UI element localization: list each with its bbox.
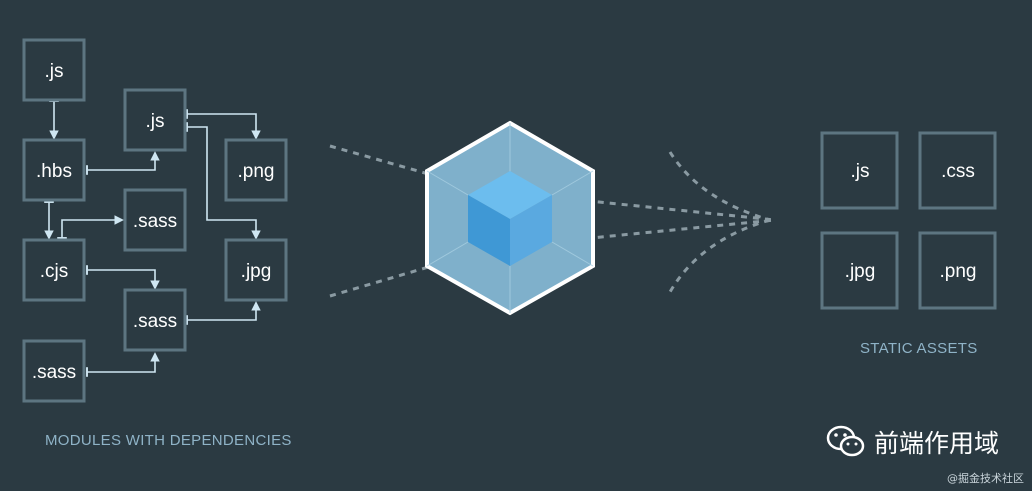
assets-caption: STATIC ASSETS (860, 340, 978, 357)
arrow-cjs-to-sass-lower (86, 265, 160, 290)
module-box-sass-2 (123, 288, 187, 352)
asset-boxes (820, 131, 997, 310)
module-label: .png (238, 161, 275, 182)
flow-line-in-top (329, 144, 433, 177)
flow-curve-lower (668, 218, 771, 293)
module-boxes (22, 38, 288, 403)
watermark: 前端作用域 (826, 424, 999, 460)
module-box-hbs (22, 138, 86, 202)
arrow-js-to-png (186, 109, 261, 140)
flow-curve-upper (668, 151, 771, 222)
arrow-hbs-to-js (86, 151, 160, 175)
module-box-sass-1 (123, 188, 187, 252)
module-label: .js (146, 111, 165, 132)
module-label: .js (45, 61, 64, 82)
asset-box-css (918, 131, 997, 210)
arrow-js-to-jpg (186, 122, 261, 240)
webpack-cube-icon (425, 120, 595, 316)
asset-label: .jpg (845, 261, 876, 282)
asset-box-png (918, 231, 997, 310)
module-box-jpg (224, 238, 288, 302)
asset-labels: .js .css .jpg .png (845, 161, 977, 282)
module-label: .sass (133, 311, 177, 332)
asset-box-js (820, 131, 899, 210)
arrow-sass-to-sass (86, 352, 160, 377)
asset-box-jpg (820, 231, 899, 310)
arrow-sass-to-jpg (186, 301, 261, 325)
module-box-cjs (22, 238, 86, 302)
watermark-text: 前端作用域 (874, 429, 1000, 458)
dependency-arrows (44, 100, 261, 377)
flow-line-in-bottom (329, 264, 433, 298)
module-label: .sass (133, 211, 177, 232)
module-label: .sass (32, 362, 76, 383)
modules-caption: MODULES WITH DEPENDENCIES (45, 432, 292, 449)
module-box-png (224, 138, 288, 202)
credit-text: @掘金技术社区 (947, 472, 1024, 485)
module-labels: .js .js .hbs .png .sass .cjs .jpg .sass … (32, 61, 275, 383)
module-label: .jpg (241, 261, 272, 282)
module-label: .cjs (40, 261, 69, 282)
module-box-sass-3 (22, 339, 86, 403)
module-label: .hbs (36, 161, 72, 182)
asset-label: .css (941, 161, 975, 182)
asset-label: .png (940, 261, 977, 282)
asset-label: .js (851, 161, 870, 182)
module-box-js-1 (22, 38, 86, 102)
module-box-js-2 (123, 88, 187, 152)
arrow-cjs-to-sass (57, 215, 124, 239)
wechat-icon (826, 425, 865, 457)
